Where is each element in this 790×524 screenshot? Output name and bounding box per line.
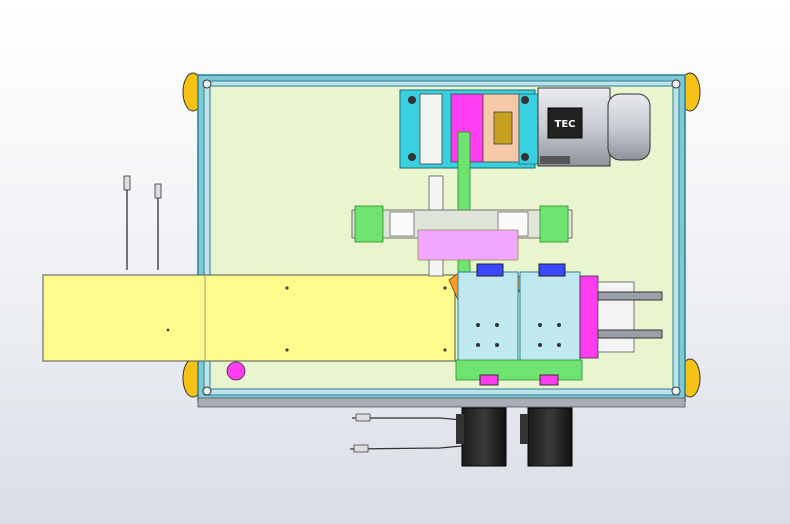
linear-rail: [351, 205, 573, 261]
module-base: [455, 359, 583, 386]
motor-badge: TEC: [555, 119, 576, 130]
side-slide: [579, 275, 663, 359]
sensor-cable-bottom: [349, 413, 463, 453]
sensor-cable-left: [123, 175, 162, 270]
magenta-marker: [226, 361, 246, 381]
servo-motor-icon: TEC: [537, 87, 651, 167]
servo-motors-bottom: [456, 407, 573, 467]
corner-bolts: [202, 79, 681, 396]
press-module-left: [457, 263, 519, 363]
press-module-right: [519, 263, 581, 363]
conveyor-belt: [42, 274, 456, 362]
